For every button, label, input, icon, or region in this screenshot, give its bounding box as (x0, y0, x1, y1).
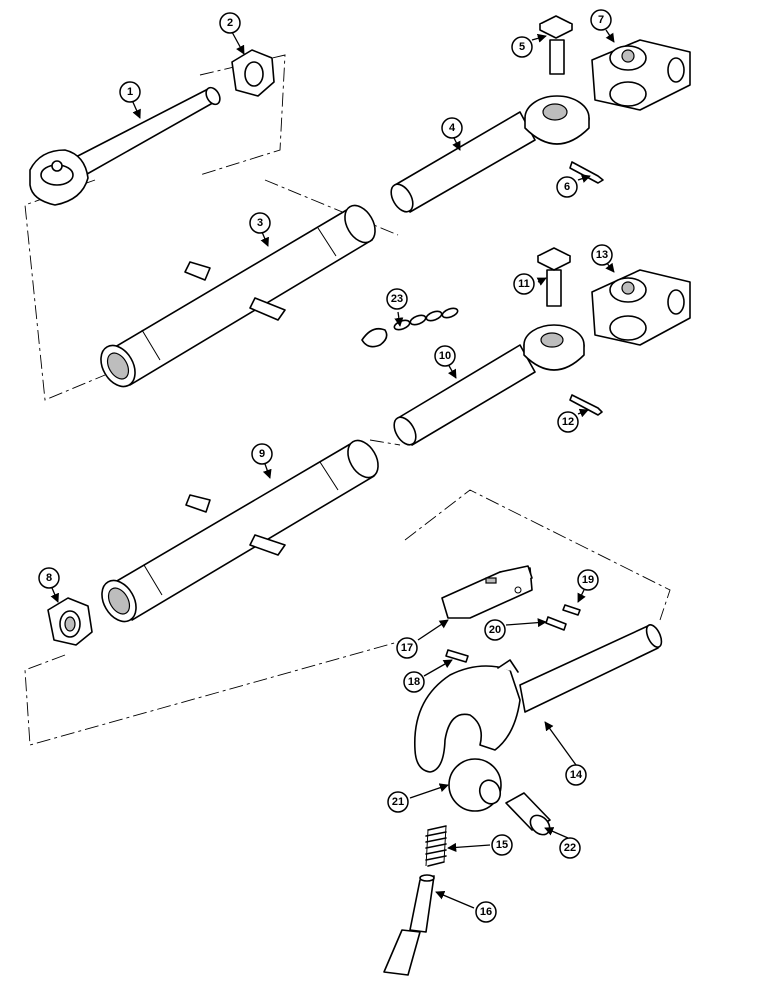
svg-text:4: 4 (449, 122, 456, 134)
part-21-ball (448, 758, 502, 812)
part-23-chain (361, 307, 459, 348)
callout-15: 15 (491, 834, 513, 856)
svg-text:20: 20 (489, 624, 501, 636)
callout-6: 6 (556, 176, 578, 198)
callout-3: 3 (249, 212, 271, 234)
svg-text:3: 3 (257, 217, 263, 229)
callout-14: 14 (565, 764, 587, 786)
assembly-outline-lower (24, 439, 671, 746)
part-1-ball-end-rod (29, 86, 221, 206)
callout-12: 12 (557, 411, 579, 433)
svg-text:7: 7 (598, 14, 604, 26)
svg-text:10: 10 (439, 350, 451, 362)
leader-lines (50, 29, 615, 909)
svg-text:14: 14 (570, 769, 583, 781)
svg-text:12: 12 (562, 416, 574, 428)
svg-text:9: 9 (259, 448, 265, 460)
svg-text:17: 17 (401, 642, 413, 654)
svg-text:11: 11 (518, 278, 530, 290)
part-3-tube (100, 204, 376, 388)
part-22-bushing (505, 792, 551, 836)
part-12-split-pin (569, 394, 603, 416)
part-17-latch-block (441, 565, 533, 619)
part-13-clevis (591, 269, 691, 346)
callout-16: 16 (475, 901, 497, 923)
part-9-tube (101, 439, 379, 623)
callout-19: 19 (577, 569, 599, 591)
svg-text:18: 18 (408, 676, 420, 688)
callout-21: 21 (387, 791, 409, 813)
part-5-pin (539, 15, 573, 75)
callout-9: 9 (251, 443, 273, 465)
part-7-clevis (591, 39, 691, 111)
callout-2: 2 (219, 12, 241, 34)
callout-22: 22 (559, 837, 581, 859)
part-6-split-pin (569, 161, 604, 184)
part-20-pin (545, 616, 567, 631)
svg-text:6: 6 (564, 181, 570, 193)
part-14-hook (414, 624, 663, 773)
callout-4: 4 (441, 117, 463, 139)
callout-20: 20 (484, 619, 506, 641)
svg-text:21: 21 (392, 796, 404, 808)
svg-text:19: 19 (582, 574, 594, 586)
part-4-eye-rod (390, 95, 590, 213)
callout-17: 17 (396, 637, 418, 659)
svg-text:5: 5 (519, 41, 525, 53)
part-11-pin (537, 247, 571, 307)
part-15-spring (425, 825, 447, 867)
callout-1: 1 (119, 81, 141, 103)
callout-10: 10 (434, 345, 456, 367)
part-19-pin (562, 604, 581, 616)
callout-18: 18 (403, 671, 425, 693)
part-8-hex-nut (47, 597, 93, 646)
callout-8: 8 (38, 567, 60, 589)
callout-5: 5 (511, 36, 533, 58)
svg-text:16: 16 (480, 906, 492, 918)
part-16-plunger (383, 874, 435, 976)
svg-text:1: 1 (127, 86, 133, 98)
callout-13: 13 (591, 244, 613, 266)
callout-23: 23 (386, 288, 408, 310)
svg-text:15: 15 (496, 839, 508, 851)
svg-text:2: 2 (227, 17, 233, 29)
part-10-eye-rod (393, 324, 585, 446)
part-2-hex-nut (231, 49, 275, 97)
part-18-pin (445, 649, 469, 663)
svg-text:8: 8 (46, 572, 52, 584)
svg-text:13: 13 (596, 249, 608, 261)
svg-text:23: 23 (391, 293, 403, 305)
svg-text:22: 22 (564, 842, 576, 854)
callout-11: 11 (513, 273, 535, 295)
callout-7: 7 (590, 9, 612, 31)
